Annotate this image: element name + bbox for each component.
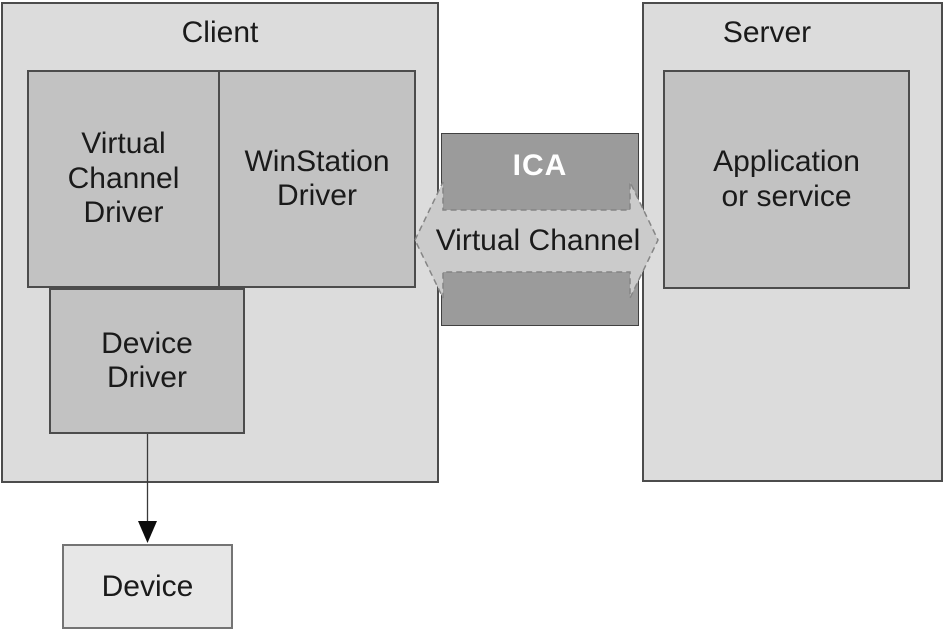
bidirectional-arrow-icon bbox=[414, 181, 659, 299]
winstation-driver-label: WinStation Driver bbox=[244, 144, 390, 213]
client-title: Client bbox=[181, 16, 259, 49]
virtual-channel-label: Virtual Channel bbox=[435, 224, 641, 257]
ica-protocol-label: ICA bbox=[512, 149, 568, 182]
device-driver-label: Device Driver bbox=[101, 326, 193, 395]
device-box: Device bbox=[62, 544, 233, 629]
application-or-service-box: Application or service bbox=[663, 70, 910, 289]
server-title: Server bbox=[722, 16, 812, 49]
application-or-service-label: Application or service bbox=[713, 145, 860, 213]
down-arrow-icon bbox=[138, 434, 157, 543]
virtual-channel-driver-label: Virtual Channel Driver bbox=[67, 127, 180, 230]
device-driver-box: Device Driver bbox=[49, 288, 245, 434]
winstation-driver-box: WinStation Driver bbox=[218, 70, 416, 288]
device-label: Device bbox=[101, 569, 194, 603]
virtual-channel-driver-box: Virtual Channel Driver bbox=[27, 70, 220, 288]
